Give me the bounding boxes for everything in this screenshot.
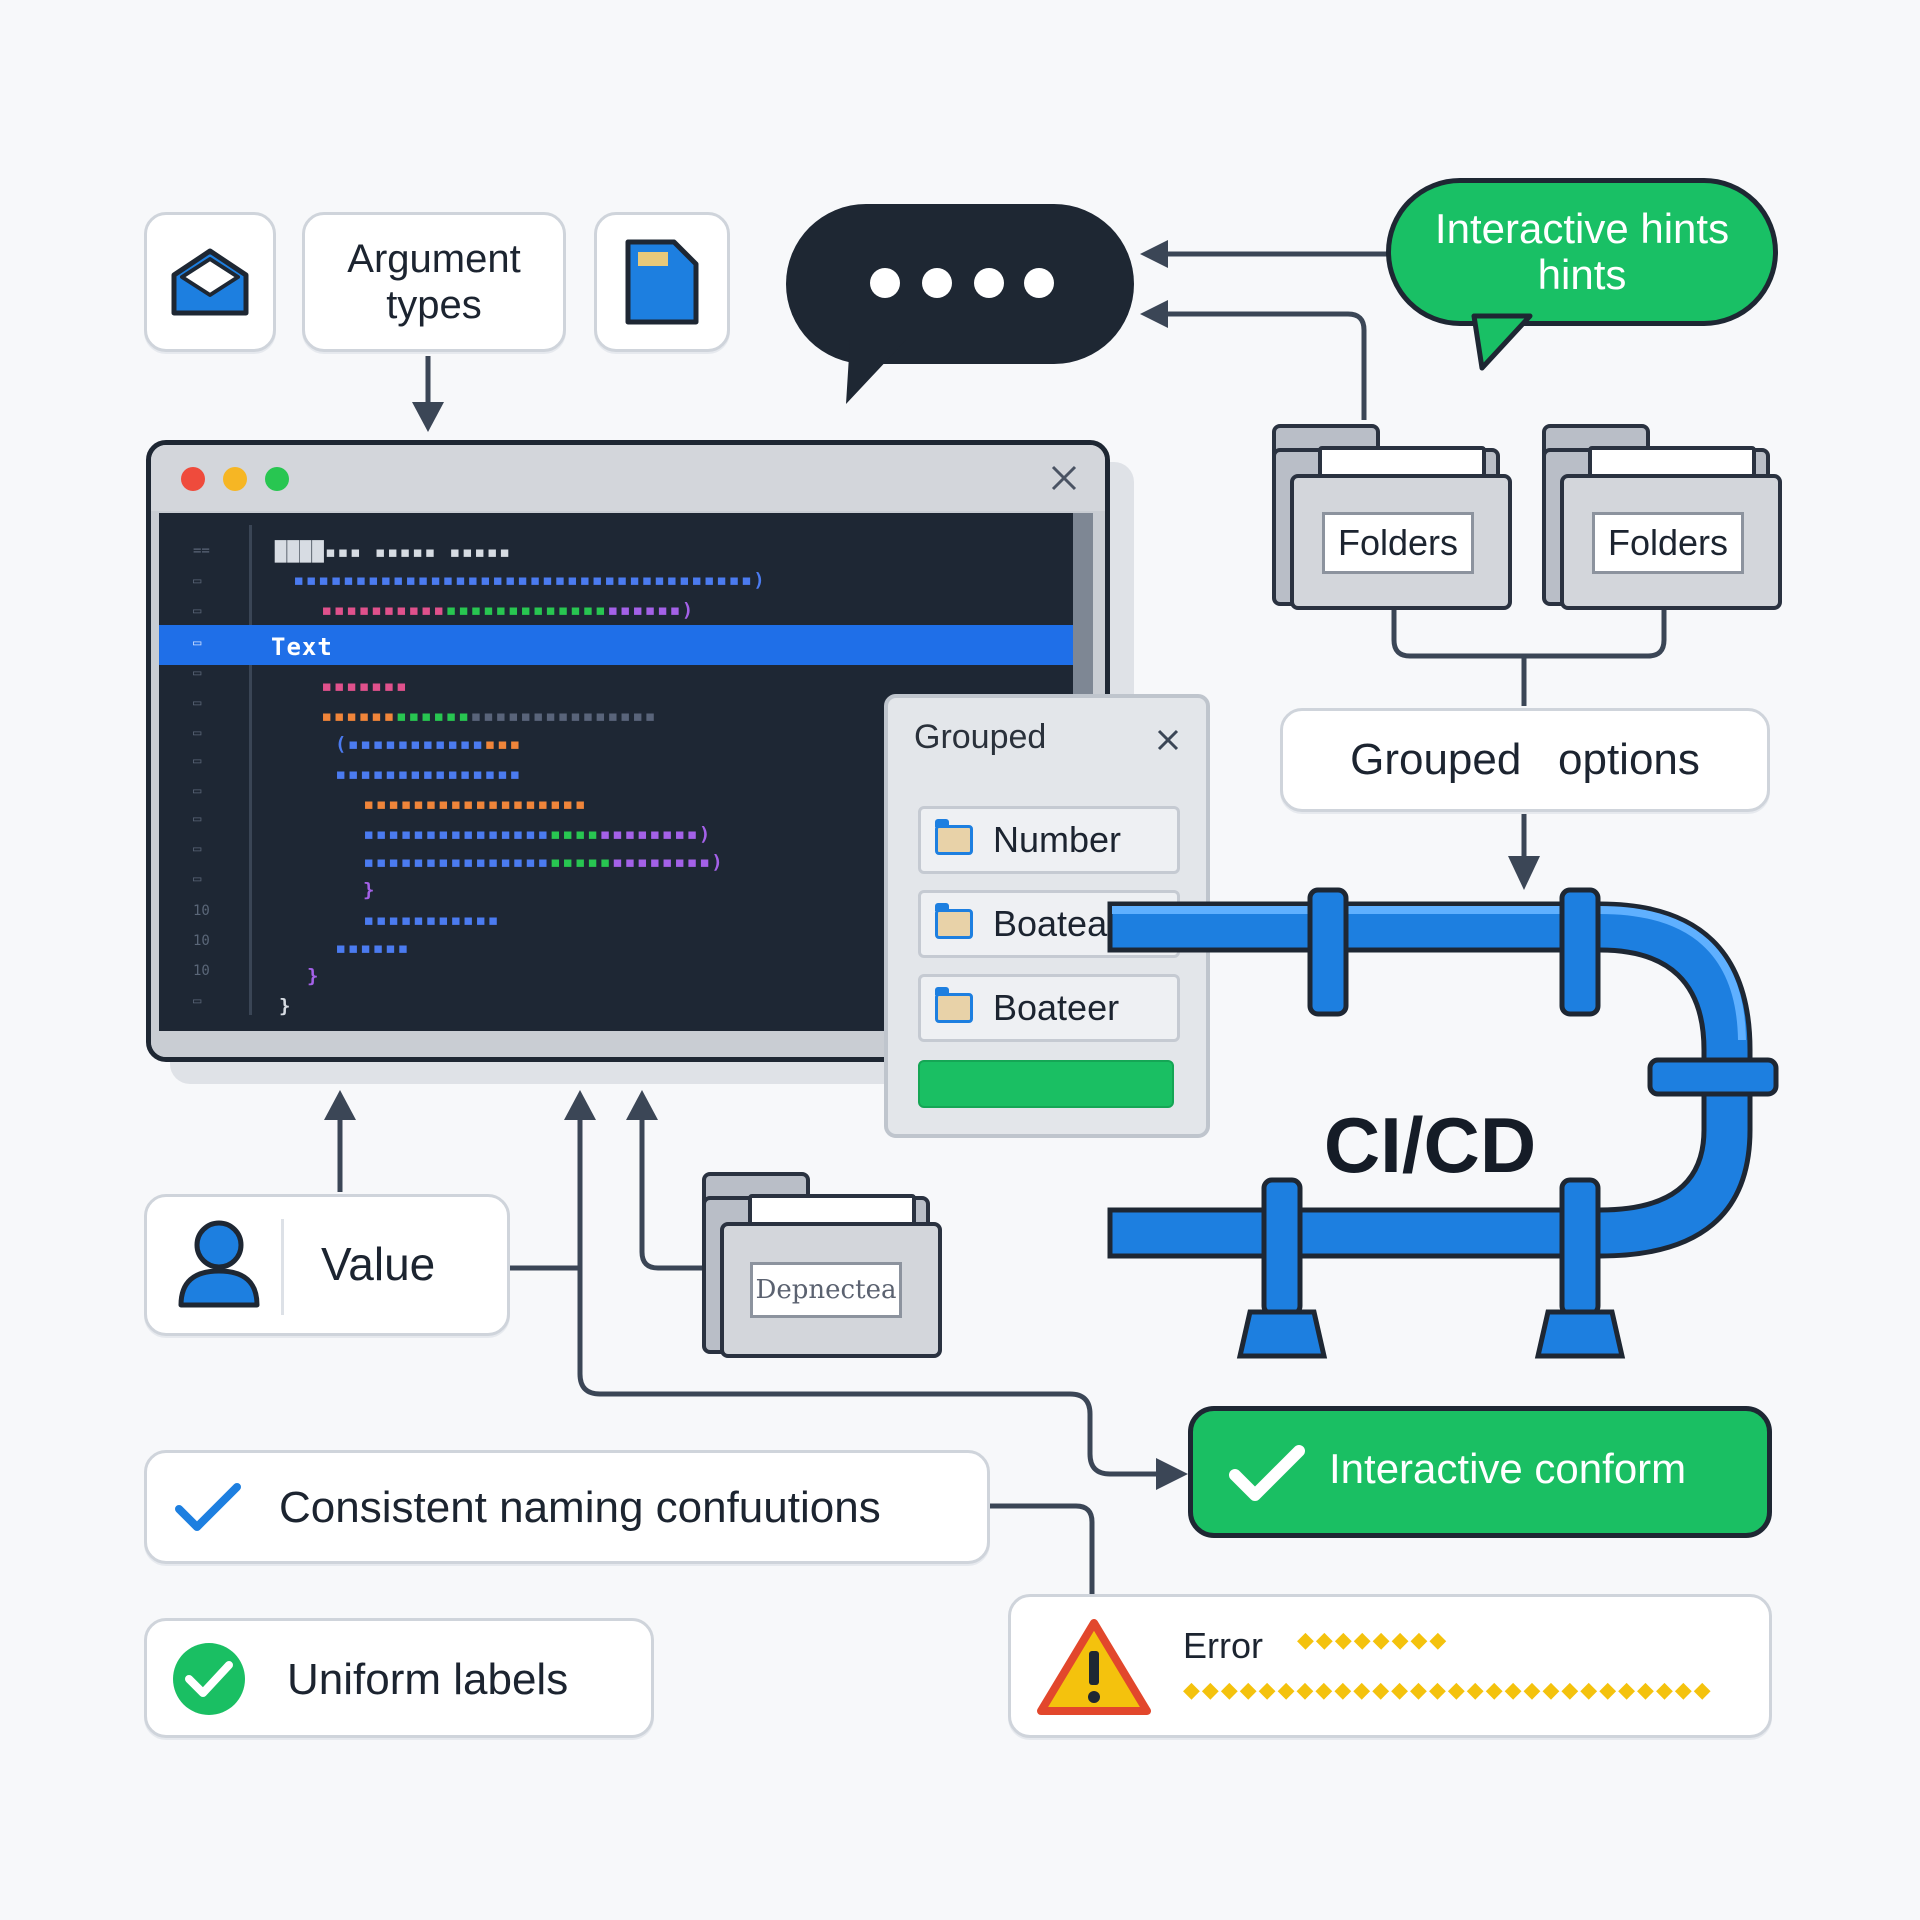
line-number: 10 (193, 933, 210, 949)
check-icon (175, 1483, 241, 1531)
option-label: Number (993, 819, 1122, 860)
folder-icon (935, 819, 973, 855)
value-label: Value (321, 1238, 436, 1290)
confirm-button[interactable] (918, 1060, 1174, 1108)
popup-header: Grouped (888, 698, 1206, 778)
pipeline-icon (1107, 887, 1779, 1359)
highlighted-line (159, 625, 1081, 665)
warning-icon (1037, 1619, 1151, 1715)
cicd-label: CI/CD (1323, 1100, 1537, 1189)
argument-types-box: Argument types (302, 212, 566, 352)
popup-title: Grouped (914, 718, 1047, 756)
folder-icon[interactable]: Folders (1540, 424, 1784, 610)
chat-bubble-tail (846, 340, 906, 404)
option-number[interactable]: Number (918, 806, 1180, 874)
error-squiggle: ◆◆◆◆◆◆◆◆◆◆◆◆◆◆◆◆◆◆◆◆◆◆◆◆◆◆◆◆ (1183, 1677, 1713, 1702)
uniform-labels-label: Uniform labels (287, 1655, 569, 1704)
check-icon (1229, 1445, 1305, 1501)
line-number: 10 (193, 903, 210, 919)
document-card[interactable] (594, 212, 730, 352)
uniform-labels-card[interactable]: Uniform labels (144, 1618, 654, 1738)
document-icon (625, 239, 699, 325)
value-card[interactable]: Value (144, 1194, 510, 1336)
consistent-naming-card[interactable]: Consistent naming confuutions (144, 1450, 990, 1564)
folders-label-right: Folders (1592, 512, 1744, 574)
interactive-conform-label: Interactive conform (1329, 1445, 1687, 1492)
error-card[interactable]: Error ◆◆◆◆◆◆◆◆ ◆◆◆◆◆◆◆◆◆◆◆◆◆◆◆◆◆◆◆◆◆◆◆◆◆… (1008, 1594, 1772, 1738)
close-icon[interactable] (1156, 728, 1180, 752)
highlighted-text: Text (271, 633, 333, 661)
minimize-dot[interactable] (223, 467, 247, 491)
option-boateer[interactable]: Boateer (918, 974, 1180, 1042)
consistent-naming-label: Consistent naming confuutions (279, 1483, 881, 1532)
deprecated-label: Depnectea (750, 1262, 902, 1318)
folders-label-left: Folders (1322, 512, 1474, 574)
close-dot[interactable] (181, 467, 205, 491)
error-squiggle: ◆◆◆◆◆◆◆◆ (1297, 1627, 1449, 1652)
folder-icon (935, 987, 973, 1023)
close-icon[interactable] (1049, 463, 1079, 493)
chat-bubble-icon (786, 204, 1134, 364)
maximize-dot[interactable] (265, 467, 289, 491)
editor-titlebar (151, 445, 1105, 511)
folder-icon (935, 903, 973, 939)
interactive-hints-bubble: Interactive hints hints (1386, 178, 1778, 326)
check-circle-icon (173, 1643, 245, 1715)
envelope-card[interactable] (144, 212, 276, 352)
option-label: Boateer (993, 987, 1120, 1028)
interactive-conform-banner[interactable]: Interactive conform (1188, 1406, 1772, 1538)
error-label: Error (1183, 1625, 1263, 1666)
envelope-icon (171, 248, 249, 316)
line-number: 10 (193, 963, 210, 979)
option-label: Boatean (993, 903, 1128, 944)
folder-icon[interactable]: Folders (1270, 424, 1514, 610)
user-icon (178, 1220, 260, 1308)
folder-icon[interactable]: Depnectea (700, 1172, 944, 1358)
hints-bubble-tail (1471, 313, 1533, 371)
grouped-options-box: Grouped options (1280, 708, 1770, 812)
